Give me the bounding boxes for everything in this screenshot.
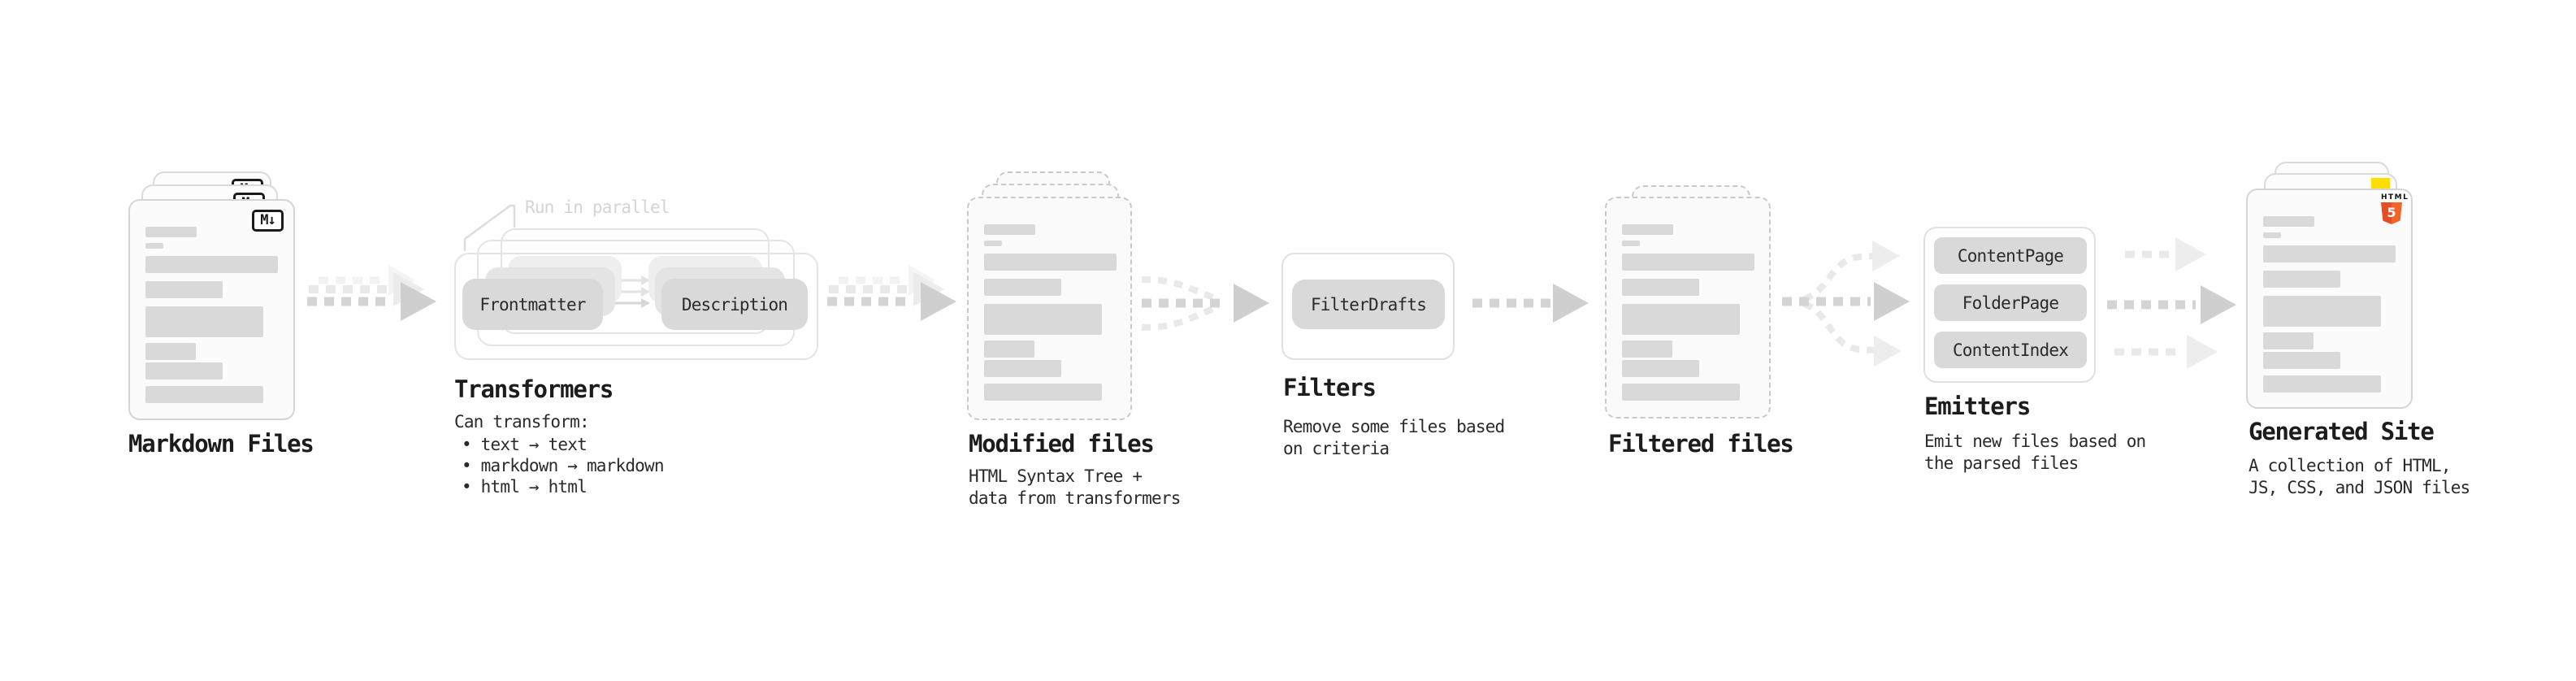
placeholder-bar (984, 254, 1117, 271)
placeholder-bar (984, 241, 1002, 246)
html5-icon-label: HTML (2381, 193, 2409, 202)
description-pill: Description (661, 279, 808, 330)
placeholder-bar (145, 362, 223, 380)
placeholder-bar (1622, 279, 1699, 296)
filters-desc-line: on criteria (1283, 439, 1390, 458)
placeholder-bar (984, 340, 1034, 358)
html5-icon: HTML 5 (2381, 193, 2409, 224)
transformers-bullet: • html → html (462, 477, 588, 497)
stage-label-filters: Filters (1283, 374, 1377, 401)
placeholder-bar (2263, 352, 2340, 369)
placeholder-bar (1622, 340, 1672, 358)
filters-desc-line: Remove some files based (1283, 417, 1505, 436)
placeholder-bar (1622, 384, 1740, 401)
placeholder-bar (145, 306, 263, 337)
placeholder-bar (984, 224, 1035, 235)
arrow-filtered-to-emitters (1782, 241, 1910, 367)
placeholder-bar (145, 343, 196, 360)
contentindex-pill: ContentIndex (1934, 332, 2087, 368)
transformers-desc-title: Can transform: (454, 412, 590, 432)
run-in-parallel-annotation: Run in parallel (525, 197, 670, 217)
modified-desc-line: HTML Syntax Tree + (969, 466, 1143, 486)
stage-label-modified-files: Modified files (969, 430, 1155, 458)
transformers-bullet: • markdown → markdown (462, 456, 665, 475)
emitters-desc-line: the parsed files (1924, 453, 2079, 473)
modified-desc-line: data from transformers (969, 488, 1181, 508)
js-icon (2371, 178, 2390, 189)
placeholder-bar (145, 256, 278, 273)
generated-file-html: HTML 5 (2246, 189, 2413, 409)
placeholder-bar (984, 360, 1061, 377)
placeholder-bar (984, 384, 1102, 401)
emitters-desc-line: Emit new files based on (1924, 432, 2146, 451)
transformer-card-front (454, 253, 818, 360)
filterdrafts-pill: FilterDrafts (1292, 280, 1445, 329)
placeholder-bar (1622, 224, 1673, 235)
placeholder-bar (145, 386, 263, 403)
placeholder-bar (2263, 245, 2396, 262)
arrow-transformers-to-modified (827, 265, 956, 321)
arrow-markdown-to-transformers (307, 265, 436, 321)
placeholder-bar (2263, 375, 2381, 393)
placeholder-bar (984, 304, 1102, 335)
transformers-bullet: • text → text (462, 435, 588, 454)
placeholder-bar (2263, 232, 2281, 238)
arrow-filters-to-filtered (1472, 284, 1589, 323)
placeholder-bar (2263, 332, 2314, 349)
generated-desc-line: A collection of HTML, (2249, 456, 2452, 475)
stage-label-generated-site: Generated Site (2249, 418, 2435, 445)
contentpage-pill: ContentPage (1934, 237, 2087, 274)
markdown-file-front: M↓ (128, 199, 295, 420)
generated-desc-line: JS, CSS, and JSON files (2249, 478, 2470, 497)
html5-icon-shield: 5 (2381, 202, 2402, 224)
placeholder-bar (1622, 360, 1699, 377)
folderpage-pill: FolderPage (1934, 284, 2087, 321)
placeholder-bar (2263, 216, 2314, 227)
markdown-icon: M↓ (252, 210, 284, 232)
stage-label-transformers: Transformers (454, 375, 614, 403)
placeholder-bar (2263, 296, 2381, 327)
placeholder-bar (984, 279, 1061, 296)
placeholder-bar (1622, 241, 1640, 246)
stage-label-markdown-files: Markdown Files (128, 430, 314, 458)
stage-label-emitters: Emitters (1924, 393, 2031, 420)
stage-label-filtered-files: Filtered files (1608, 430, 1794, 458)
placeholder-bar (145, 243, 163, 249)
filtered-file-front (1605, 197, 1771, 419)
placeholder-bar (1622, 304, 1740, 335)
placeholder-bar (2263, 271, 2340, 288)
arrow-modified-to-filters (1141, 276, 1269, 331)
placeholder-bar (145, 281, 223, 298)
frontmatter-pill: Frontmatter (462, 279, 603, 330)
arrow-emitters-to-generated (2107, 237, 2236, 369)
modified-file-front (967, 197, 1132, 420)
placeholder-bar (145, 227, 197, 237)
placeholder-bar (1622, 254, 1754, 271)
